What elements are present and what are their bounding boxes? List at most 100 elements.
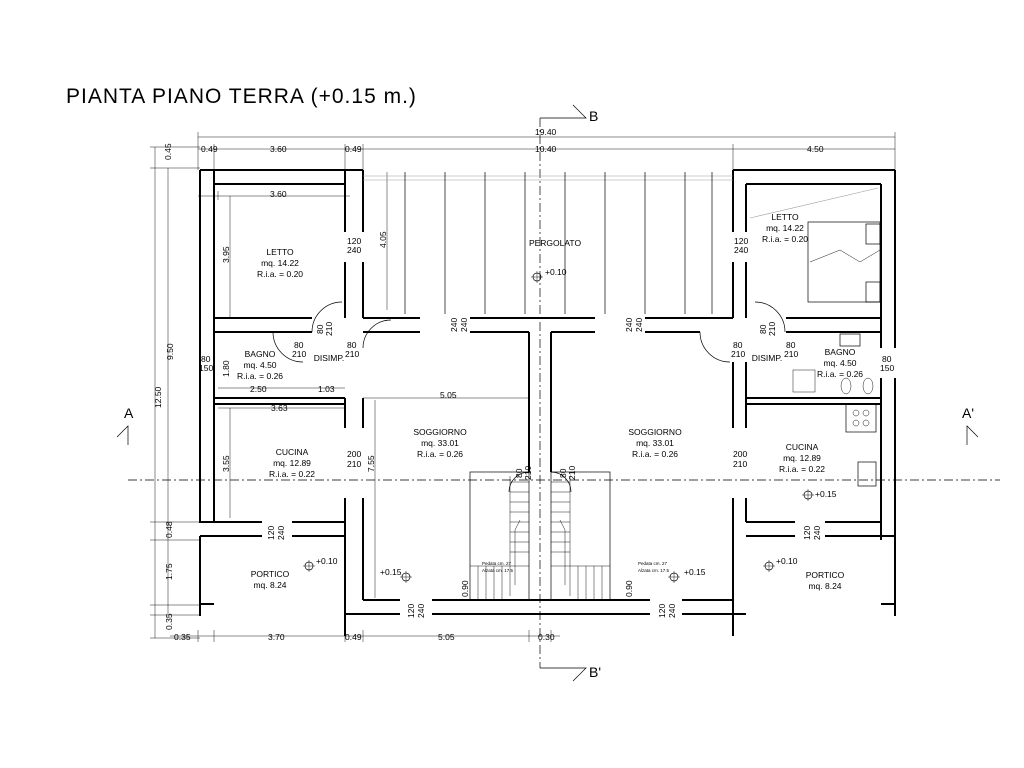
dim-wall-a: 0.49 (201, 144, 218, 154)
room-bagno-right-ria: R.i.a. = 0.26 (817, 369, 863, 379)
level-portico-left: +0.10 (316, 556, 338, 566)
section-arrow-a-prime (966, 425, 979, 445)
door-swings (272, 301, 786, 493)
room-soggiorno-left-area: mq. 33.01 (421, 438, 459, 448)
level-cucina-right: +0.15 (815, 489, 837, 499)
dim-top-left-offset: 0.45 (163, 143, 173, 160)
section-arrow-b-prime (540, 667, 587, 682)
section-label-a-prime: A' (962, 405, 974, 421)
dim-bagno-w2: 1.03 (318, 384, 335, 394)
dim-overall-width: 19.40 (535, 127, 557, 137)
opening-tags: 120 240 120 240 240 240 240 240 80 210 8… (199, 236, 894, 618)
room-bagno-left-ria: R.i.a. = 0.26 (237, 371, 283, 381)
opening-tag: 120 (734, 236, 748, 246)
opening-tag: 210 (292, 349, 306, 359)
staircase-right (550, 471, 611, 601)
room-portico-right-area: mq. 8.24 (808, 581, 841, 591)
room-bagno-left-name: BAGNO (245, 349, 276, 359)
dim-bottom-left-offset: 0.35 (164, 613, 174, 630)
dim-upper-mid: 10.40 (535, 144, 557, 154)
opening-tag: 240 (459, 318, 469, 332)
section-label-a: A (124, 405, 134, 421)
dim-height-mid: 9.50 (165, 343, 175, 360)
room-cucina-right-area: mq. 12.89 (783, 453, 821, 463)
walls (199, 169, 896, 636)
opening-tag: 200 (733, 449, 747, 459)
opening-tag: 210 (345, 349, 359, 359)
stair-note-alzata-right: Alzata cm. 17.5 (638, 568, 670, 573)
opening-tag: 240 (416, 604, 426, 618)
opening-tag: 240 (634, 318, 644, 332)
room-soggiorno-left-ria: R.i.a. = 0.26 (417, 449, 463, 459)
room-cucina-left-name: CUCINA (276, 447, 309, 457)
room-disimp-left-name: DISIMP. (314, 353, 345, 363)
opening-tag: 210 (731, 349, 745, 359)
room-letto-left-ria: R.i.a. = 0.20 (257, 269, 303, 279)
opening-tag: 240 (667, 604, 677, 618)
room-soggiorno-right-name: SOGGIORNO (628, 427, 682, 437)
opening-tag: 80 (294, 340, 304, 350)
dim-wall-c: 0.48 (164, 521, 174, 538)
room-soggiorno-right-area: mq. 33.01 (636, 438, 674, 448)
opening-tag: 80 (315, 324, 325, 334)
opening-tag: 150 (199, 363, 213, 373)
dim-bottom-left-edge: 0.35 (174, 632, 191, 642)
dim-cucina-w: 3.63 (271, 403, 288, 413)
opening-tag: 80 (558, 468, 568, 478)
room-bagno-left-area: mq. 4.50 (243, 360, 276, 370)
opening-tag: 210 (767, 322, 777, 336)
level-soggiorno-left: +0.15 (380, 567, 402, 577)
dim-upper-left: 3.60 (270, 144, 287, 154)
dim-bottom-wall: 0.49 (345, 632, 362, 642)
room-letto-right-name: LETTO (771, 212, 799, 222)
dim-bagno-height: 1.80 (221, 360, 231, 377)
opening-tag: 80 (201, 354, 211, 364)
opening-tag: 120 (657, 604, 667, 618)
room-cucina-left-area: mq. 12.89 (273, 458, 311, 468)
opening-tag: 240 (624, 318, 634, 332)
opening-tag: 150 (880, 363, 894, 373)
room-bagno-right-name: BAGNO (825, 347, 856, 357)
stair-note-alzata-left: Alzata cm. 17.5 (482, 568, 514, 573)
bathroom-fixtures-icon (792, 333, 874, 395)
opening-tag: 120 (406, 604, 416, 618)
room-letto-left-name: LETTO (266, 247, 294, 257)
opening-tag: 240 (347, 245, 361, 255)
dim-soggiorno-h: 7.55 (366, 455, 376, 472)
room-disimp-right-name: DISIMP. (752, 353, 783, 363)
opening-tag: 240 (812, 526, 822, 540)
dim-pergola-depth: 4.05 (378, 231, 388, 248)
section-label-b-prime: B' (589, 664, 601, 680)
dim-stair-right: 0.90 (624, 580, 634, 597)
opening-tag: 210 (523, 466, 533, 480)
dim-bagno-w: 2.50 (250, 384, 267, 394)
dim-portico-h: 1.75 (164, 563, 174, 580)
opening-tag: 80 (882, 354, 892, 364)
room-portico-left-area: mq. 8.24 (253, 580, 286, 590)
level-portico-right: +0.10 (776, 556, 798, 566)
room-portico-left-name: PORTICO (251, 569, 290, 579)
opening-tag: 80 (514, 468, 524, 478)
opening-tag: 210 (347, 459, 361, 469)
dim-stair-left: 0.90 (460, 580, 470, 597)
room-letto-left-area: mq. 14.22 (261, 258, 299, 268)
opening-tag: 240 (276, 526, 286, 540)
dim-letto-width: 3.60 (270, 189, 287, 199)
room-letto-right-area: mq. 14.22 (766, 223, 804, 233)
dimension-lines (150, 132, 896, 642)
opening-tag: 80 (347, 340, 357, 350)
section-arrow-a (116, 425, 129, 445)
opening-tag: 240 (449, 318, 459, 332)
opening-tag: 210 (784, 349, 798, 359)
opening-tag: 80 (758, 324, 768, 334)
section-label-b: B (589, 108, 598, 124)
stair-note-pedata-left: Pedata cm. 27 (482, 561, 512, 566)
bed-icon (749, 187, 881, 303)
staircase-left (469, 471, 530, 601)
dim-bottom-soggiorno: 5.05 (438, 632, 455, 642)
room-bagno-right-area: mq. 4.50 (823, 358, 856, 368)
room-soggiorno-left-name: SOGGIORNO (413, 427, 467, 437)
opening-tag: 120 (802, 526, 812, 540)
opening-tag: 80 (786, 340, 796, 350)
stair-note-pedata-right: Pedata cm. 27 (638, 561, 668, 566)
